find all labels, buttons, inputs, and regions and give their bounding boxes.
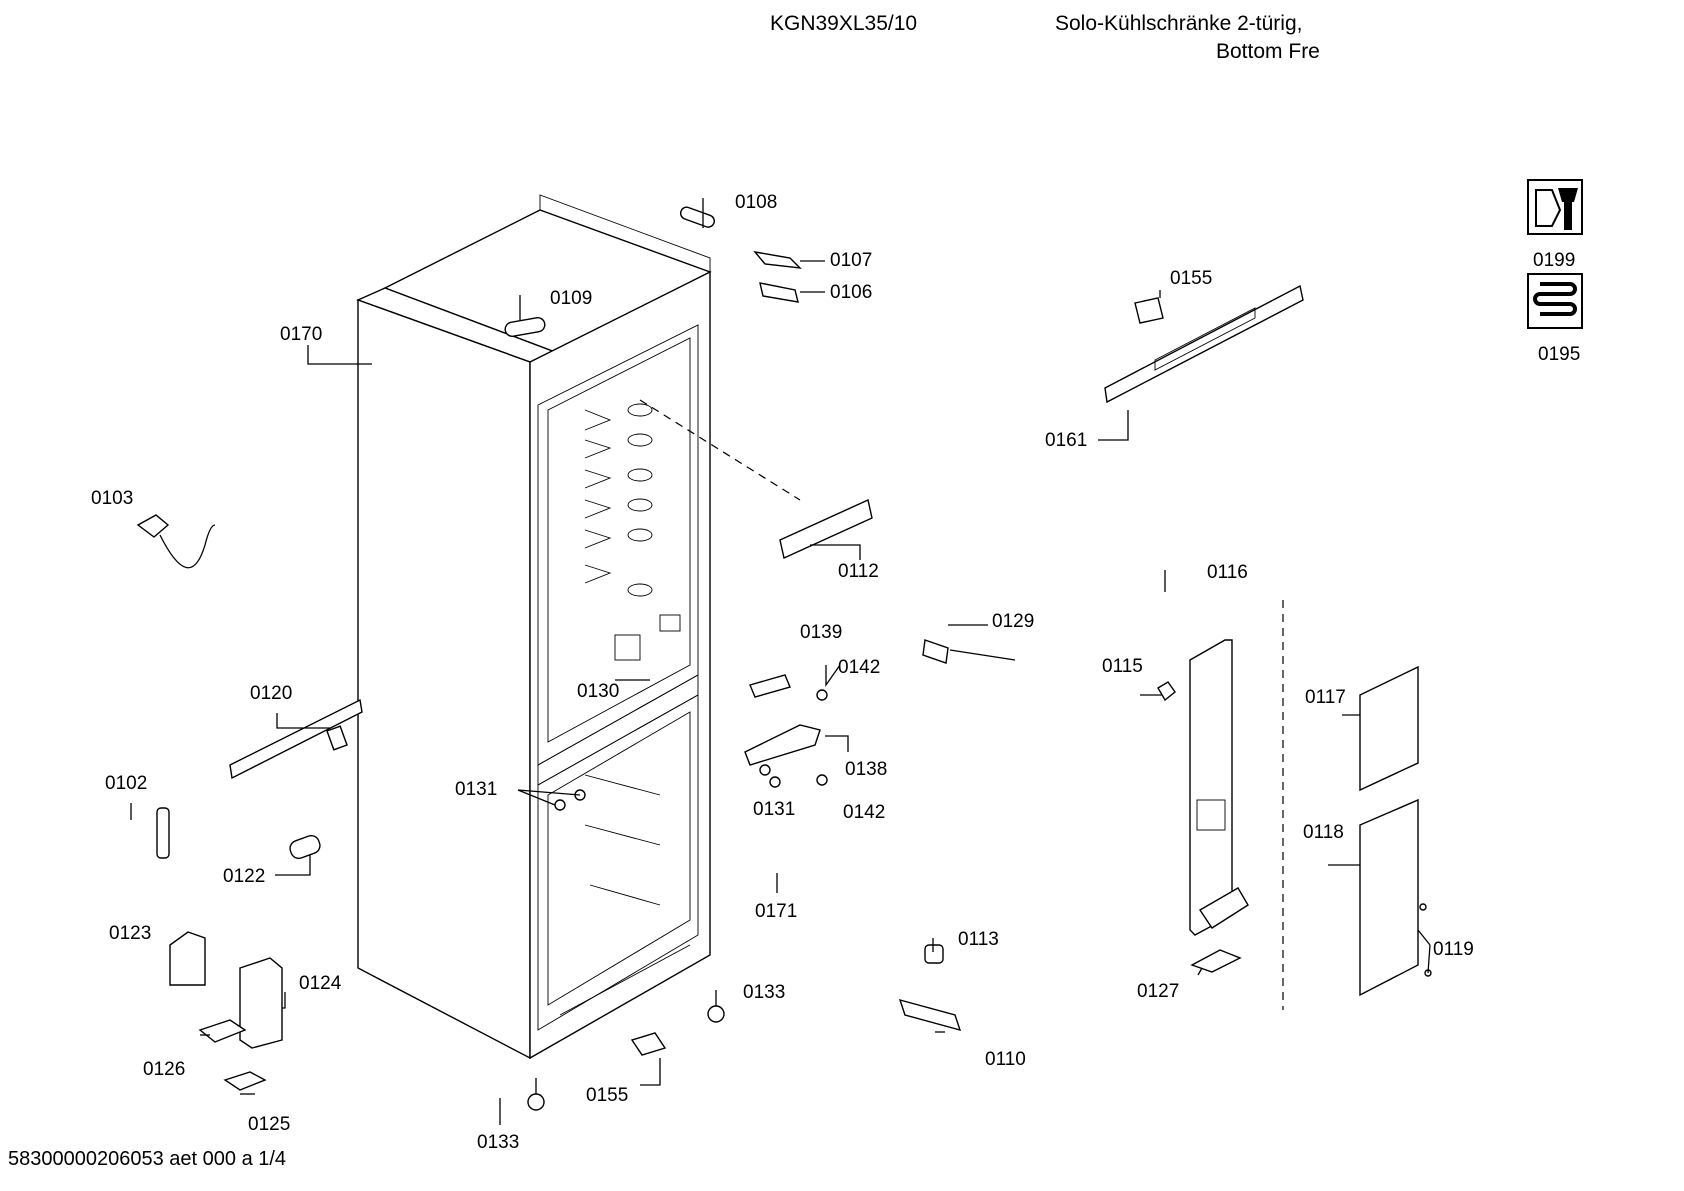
label-0116: 0116 (1207, 562, 1248, 583)
model-number: KGN39XL35/10 (770, 12, 918, 35)
title-line-1: Solo-Kühlschränke 2-türig, (1055, 12, 1303, 35)
label-0107: 0107 (830, 250, 872, 271)
label-0133-bottom: 0133 (477, 1132, 519, 1153)
label-0155-bottom: 0155 (586, 1085, 628, 1106)
label-0131-right: 0131 (753, 799, 795, 820)
label-0108: 0108 (735, 192, 777, 213)
label-0129: 0129 (992, 611, 1034, 632)
leader-lines (130, 198, 1431, 1125)
label-0106: 0106 (830, 282, 872, 303)
label-0142-bottom: 0142 (843, 802, 885, 823)
label-0139: 0139 (800, 622, 842, 643)
label-0171: 0171 (755, 901, 797, 922)
label-0123: 0123 (109, 923, 151, 944)
label-0115: 0115 (1102, 656, 1143, 677)
part-labels: 0108 0107 0106 0109 0170 0103 0155 0161 … (91, 192, 1580, 1153)
label-0103: 0103 (91, 488, 133, 509)
wrench-tool-icon (1527, 179, 1583, 235)
fridge-cabinet (356, 194, 801, 1060)
label-0117: 0117 (1305, 687, 1346, 708)
label-0102: 0102 (105, 773, 147, 794)
label-0195: 0195 (1538, 344, 1580, 365)
label-0155-top: 0155 (1170, 268, 1212, 289)
label-0138: 0138 (845, 759, 887, 780)
label-0110: 0110 (985, 1049, 1026, 1070)
label-0125: 0125 (248, 1114, 290, 1135)
title-line-2: Bottom Fre (1216, 40, 1320, 62)
label-0131-left: 0131 (455, 779, 497, 800)
label-0124: 0124 (299, 973, 342, 994)
label-0199: 0199 (1533, 250, 1575, 271)
label-0109: 0109 (550, 288, 592, 309)
label-0112: 0112 (838, 561, 879, 582)
label-0170: 0170 (280, 324, 322, 345)
label-0127: 0127 (1137, 981, 1179, 1002)
label-0118: 0118 (1303, 822, 1344, 843)
coil-condenser-icon (1527, 273, 1583, 329)
label-0133-right: 0133 (743, 982, 785, 1003)
label-0113: 0113 (958, 929, 999, 950)
label-0120: 0120 (250, 683, 292, 704)
parts (136, 206, 1432, 1111)
label-0122: 0122 (223, 866, 265, 887)
label-0142-top: 0142 (838, 657, 880, 678)
label-0130: 0130 (577, 681, 619, 702)
label-0126: 0126 (143, 1059, 185, 1080)
label-0119: 0119 (1433, 939, 1474, 960)
label-0161: 0161 (1045, 430, 1087, 451)
footer-code: 58300000206053 aet 000 a 1/4 (8, 1148, 287, 1170)
